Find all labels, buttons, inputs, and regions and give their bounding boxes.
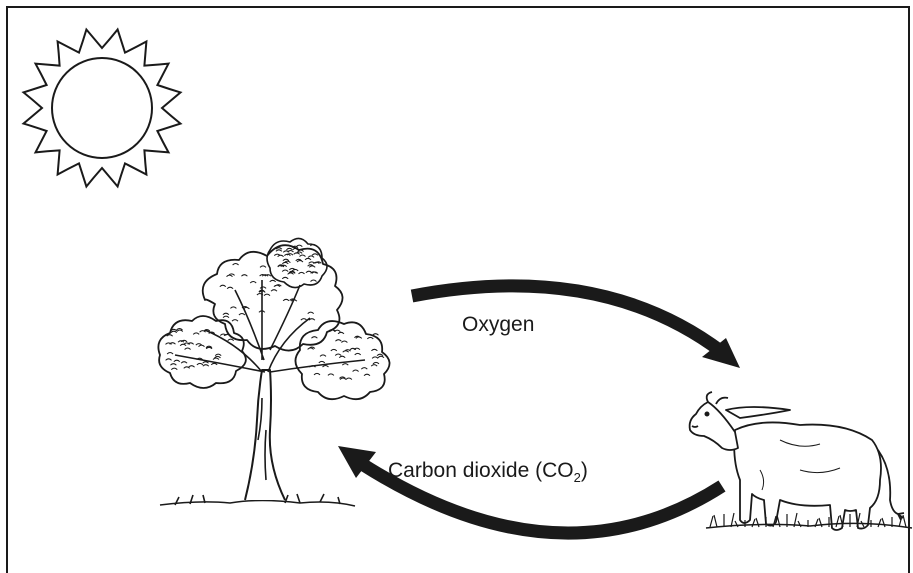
arrow-to-tree — [338, 446, 726, 540]
arrow-to-cow — [410, 279, 740, 368]
co2-label-prefix: Carbon dioxide (CO — [388, 459, 574, 482]
co2-label-suffix: ) — [580, 459, 588, 482]
carbon-dioxide-label: Carbon dioxide (CO2) — [388, 459, 588, 485]
tree-icon — [157, 237, 391, 507]
sun-icon — [21, 27, 183, 189]
cow-icon — [688, 391, 913, 531]
oxygen-label: Oxygen — [462, 313, 535, 336]
co2-label-subscript: 2 — [573, 470, 581, 485]
